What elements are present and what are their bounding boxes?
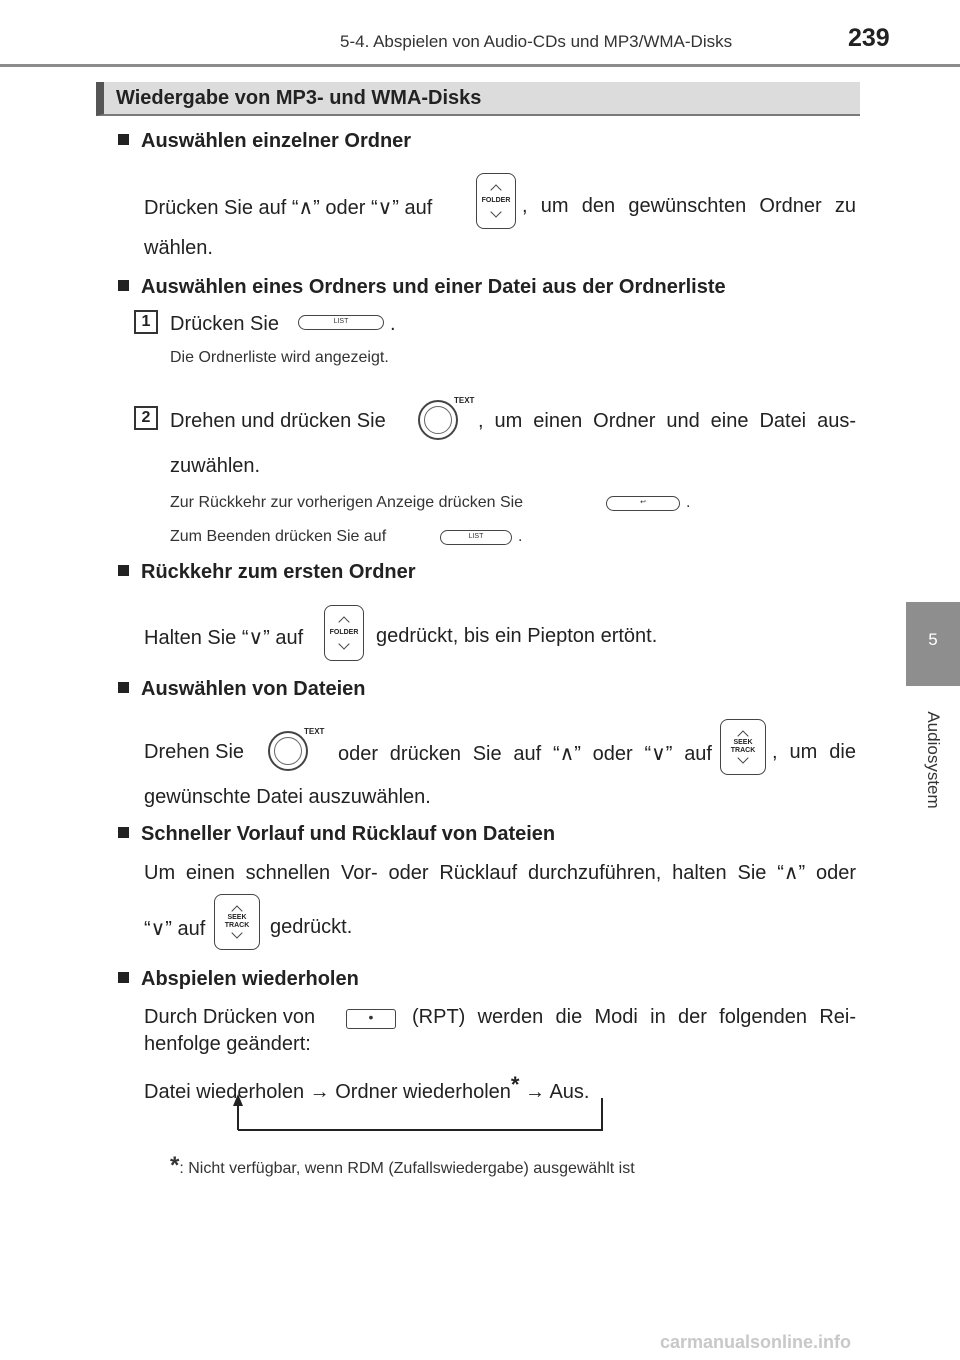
bullet-square-icon [118,682,129,693]
text-line: , um die [772,741,856,763]
watermark: carmanualsonline.info [660,1332,852,1352]
list-button: LIST [298,315,384,330]
bullet-square-icon [118,827,129,838]
folder-button: FOLDER [476,173,516,229]
note: . [518,528,523,545]
chapter-label: Audiosystem [924,711,943,809]
chapter-tab [906,602,960,686]
text-line: Drücken Sie auf “∧” oder “∨” auf [144,197,433,219]
bullet-square-icon [118,972,129,983]
return-arrow-icon: ↩ [640,499,646,506]
bullet-square-icon [118,565,129,576]
chevron-up-icon [490,184,502,196]
loop-arrow [233,1094,603,1131]
text-line: wählen. [144,237,213,259]
chevron-down-icon [338,638,350,650]
text-line: , um den gewünschten Ordner zu [522,195,856,217]
text-line: Drehen Sie [144,741,245,763]
text-line: gedrückt, bis ein Piepton ertönt. [376,625,658,647]
chevron-up-icon [338,616,350,628]
rpt-button: • [346,1009,396,1029]
heading-select-files: Auswählen von Dateien [118,678,366,701]
text-line: gewünschte Datei auszuwählen. [144,786,431,808]
step-number-1: 1 [134,310,158,334]
step-number-2: 2 [134,406,158,430]
note: . [686,494,691,511]
text-line: Durch Drücken von [144,1006,316,1028]
footnote: *: Nicht verfügbar, wenn RDM (Zufallswie… [170,1152,635,1179]
text-line: (RPT) werden die Modi in der folgenden R… [412,1006,856,1028]
text-line: , um einen Ordner und eine Datei aus- [478,410,856,432]
text-line: Drehen und drücken Sie [170,410,386,432]
heading-folder-list: Auswählen eines Ordners und einer Datei … [118,276,726,299]
text-line: gedrückt. [270,916,353,938]
text-line: Um einen schnellen Vor- oder Rücklauf du… [144,862,856,884]
page-number: 239 [848,24,890,52]
bullet-square-icon [118,280,129,291]
folder-button: FOLDER [324,605,364,661]
tune-knob-icon [268,731,308,771]
repeat-sequence: Datei wiederholen → Ordner wiederholen* … [144,1072,590,1103]
note: Die Ordnerliste wird angezeigt. [170,349,389,366]
heading-select-folder: Auswählen einzelner Ordner [118,130,411,153]
chapter-number: 5 [928,630,938,649]
knob-label: TEXT [454,396,475,405]
header-divider [0,64,960,67]
text-line: . [390,313,396,335]
text-line: henfolge geändert: [144,1033,311,1055]
text-line: Drücken Sie [170,313,279,335]
heading-first-folder: Rückkehr zum ersten Ordner [118,561,416,584]
text-line: “∨” auf [144,918,206,940]
tune-knob-icon [418,400,458,440]
note: Zur Rückkehr zur vorherigen Anzeige drüc… [170,494,524,511]
heading-fast-forward: Schneller Vorlauf und Rücklauf von Datei… [118,823,555,846]
bullet-square-icon [118,134,129,145]
chevron-down-icon [490,206,502,218]
section-header: 5-4. Abspielen von Audio-CDs und MP3/WMA… [340,32,733,51]
section-title: Wiedergabe von MP3- und WMA-Disks [116,87,482,109]
text-line: Halten Sie “∨” auf [144,627,304,649]
back-button: ↩ [606,496,680,511]
dot-icon: • [368,1009,374,1025]
list-button: LIST [440,530,512,545]
text-line: oder drücken Sie auf “∧” oder “∨” auf [338,743,712,765]
text-line: zuwählen. [170,455,261,477]
heading-repeat: Abspielen wiederholen [118,968,359,991]
note: Zum Beenden drücken Sie auf [170,528,387,545]
knob-label: TEXT [304,727,325,736]
section-title-bar [96,82,860,116]
